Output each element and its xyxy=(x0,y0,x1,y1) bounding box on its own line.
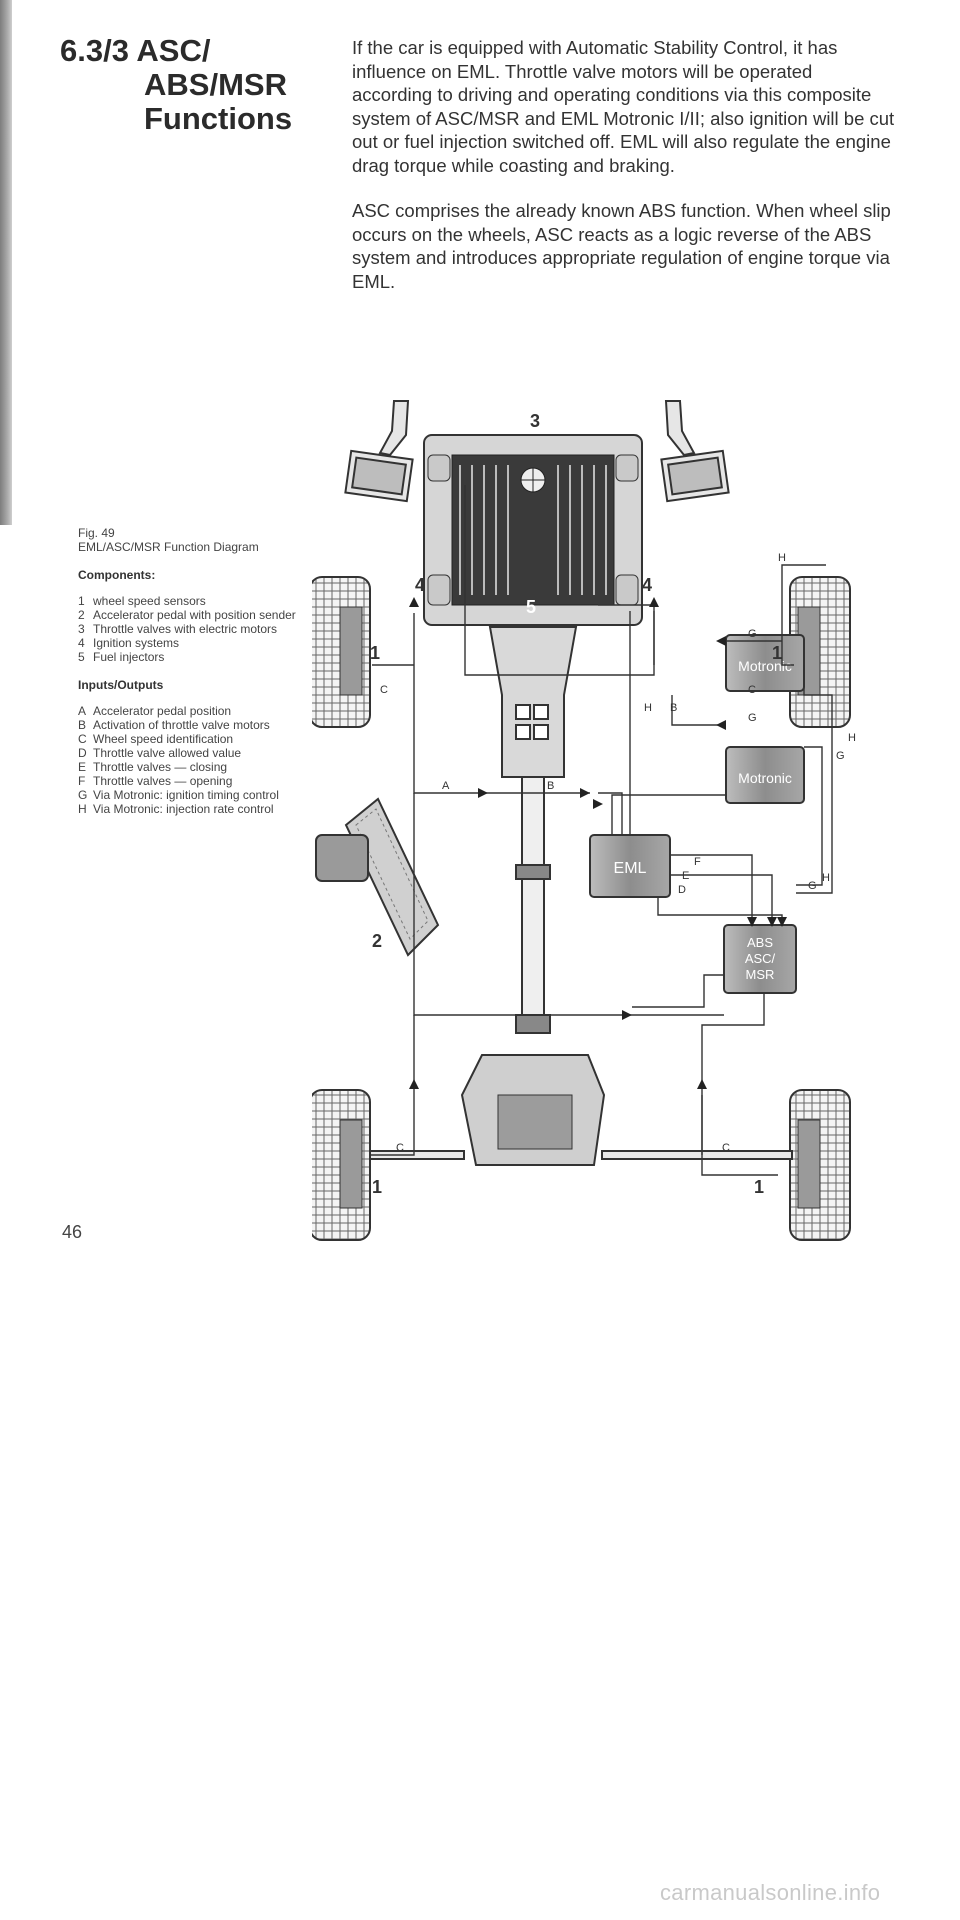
accelerator-pedal xyxy=(315,797,440,957)
section-title-line1: ASC/ xyxy=(136,33,211,68)
io-heading: Inputs/Outputs xyxy=(78,678,164,692)
svg-text:1: 1 xyxy=(754,1177,764,1197)
eml-box: EML xyxy=(589,834,671,898)
svg-text:Motronic: Motronic xyxy=(738,770,792,786)
svg-text:G: G xyxy=(836,750,845,762)
svg-text:D: D xyxy=(678,884,686,896)
figure-title: EML/ASC/MSR Function Diagram xyxy=(78,540,259,554)
driveshaft xyxy=(515,776,551,1034)
svg-text:H: H xyxy=(848,732,856,744)
svg-text:H: H xyxy=(778,552,786,564)
wheel-rear-right xyxy=(789,1089,851,1241)
figure-caption: Fig. 49 EML/ASC/MSR Function Diagram Com… xyxy=(78,526,313,816)
differential xyxy=(460,1054,606,1166)
page-edge-shadow xyxy=(0,0,12,525)
motronic-box-1: Motronic xyxy=(725,634,805,692)
svg-text:C: C xyxy=(722,1142,730,1154)
watermark-footer: carmanualsonline.info xyxy=(660,1880,881,1905)
air-intake-right xyxy=(660,400,730,503)
svg-text:G: G xyxy=(748,712,757,724)
diagram-labels: 3 4 4 5 1 1 1 1 2 A B B C C C C D E F G … xyxy=(370,411,856,1197)
svg-text:E: E xyxy=(682,870,689,882)
svg-text:5: 5 xyxy=(526,597,536,617)
svg-text:A: A xyxy=(442,780,450,792)
svg-text:4: 4 xyxy=(415,575,425,595)
svg-text:3: 3 xyxy=(530,411,540,431)
svg-text:Motronic: Motronic xyxy=(738,658,792,674)
svg-text:1: 1 xyxy=(772,643,782,663)
figure-label: Fig. 49 xyxy=(78,526,115,540)
function-diagram: Motronic Motronic EML ABS ASC/ MSR xyxy=(312,400,856,1241)
paragraph-1: If the car is equipped with Automatic St… xyxy=(352,37,895,176)
svg-text:G: G xyxy=(808,880,817,892)
body-text: If the car is equipped with Automatic St… xyxy=(352,36,897,315)
section-title-line2: ABS/MSR xyxy=(144,67,287,102)
svg-text:F: F xyxy=(694,856,701,868)
svg-text:B: B xyxy=(547,780,554,792)
svg-text:MSR: MSR xyxy=(746,967,775,982)
transmission xyxy=(488,626,578,778)
page-number: 46 xyxy=(62,1222,83,1242)
svg-text:C: C xyxy=(380,684,388,696)
motronic-box-2: Motronic xyxy=(725,746,805,804)
wheel-front-left xyxy=(312,576,371,728)
arrowheads xyxy=(409,597,787,1089)
svg-text:EML: EML xyxy=(614,860,647,877)
svg-text:ABS: ABS xyxy=(747,935,773,950)
svg-text:B: B xyxy=(670,702,677,714)
abs-asc-msr-box: ABS ASC/ MSR xyxy=(723,924,797,994)
svg-text:4: 4 xyxy=(642,575,652,595)
engine xyxy=(423,434,643,626)
svg-text:H: H xyxy=(644,702,652,714)
svg-text:C: C xyxy=(748,684,756,696)
svg-text:1: 1 xyxy=(372,1177,382,1197)
svg-text:H: H xyxy=(822,872,830,884)
svg-text:ASC/: ASC/ xyxy=(745,951,776,966)
paragraph-2: ASC comprises the already known ABS func… xyxy=(352,200,891,292)
section-title-line3: Functions xyxy=(144,101,293,136)
components-heading: Components: xyxy=(78,568,156,582)
wheel-rear-left xyxy=(312,1089,371,1241)
svg-text:1: 1 xyxy=(370,643,380,663)
svg-text:G: G xyxy=(748,628,757,640)
air-intake-left xyxy=(344,400,414,503)
svg-text:C: C xyxy=(396,1142,404,1154)
section-number: 6.3/3 xyxy=(60,33,129,68)
section-heading: 6.3/3 ASC/ ABS/MSR Functions xyxy=(60,34,305,136)
svg-text:2: 2 xyxy=(372,931,382,951)
